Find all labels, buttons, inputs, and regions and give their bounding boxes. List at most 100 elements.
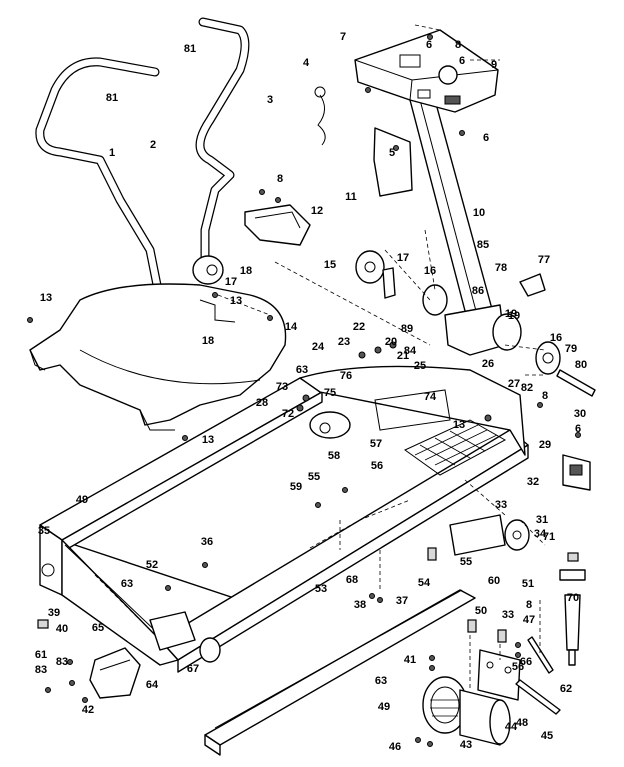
front-roller-part-58 <box>309 411 351 439</box>
callout-49: 49 <box>76 494 88 506</box>
callout-32: 32 <box>527 476 539 488</box>
callout-62: 62 <box>560 683 572 695</box>
callout-6: 6 <box>483 132 489 144</box>
motor-bracket-part-44 <box>477 649 521 701</box>
callout-60: 60 <box>488 575 500 587</box>
callout-18: 18 <box>202 335 214 347</box>
callout-29: 29 <box>539 439 551 451</box>
callout-8: 8 <box>526 599 532 611</box>
callout-75: 75 <box>324 387 336 399</box>
callout-13: 13 <box>230 295 242 307</box>
handrail-right-part-2 <box>192 17 250 285</box>
callout-50: 50 <box>475 605 487 617</box>
callout-30: 30 <box>574 408 586 420</box>
callout-85: 85 <box>477 239 489 251</box>
callout-63: 63 <box>375 675 387 687</box>
callout-86: 86 <box>472 285 484 297</box>
callout-24: 24 <box>312 341 325 353</box>
pulley-part-16-right <box>535 341 561 375</box>
callout-23: 23 <box>338 336 350 348</box>
callout-49: 49 <box>378 701 390 713</box>
rail-part-49-lower <box>204 589 476 756</box>
callout-57: 57 <box>370 438 382 450</box>
callout-6: 6 <box>459 55 465 67</box>
callout-39: 39 <box>48 607 60 619</box>
callout-84: 84 <box>404 345 417 357</box>
callout-40: 40 <box>56 623 68 635</box>
disc-part-19-upper <box>422 284 448 316</box>
callout-68: 68 <box>346 574 358 586</box>
callout-61: 61 <box>35 649 47 661</box>
callout-41: 41 <box>404 654 416 666</box>
callout-15: 15 <box>324 259 336 271</box>
pulley-part-15 <box>355 250 385 284</box>
upright-part-10 <box>409 99 506 356</box>
callout-6: 6 <box>426 39 432 51</box>
callout-31: 31 <box>536 514 548 526</box>
callout-25: 25 <box>414 360 426 372</box>
callout-3: 3 <box>267 94 273 106</box>
callout-17: 17 <box>397 252 409 264</box>
motor-cover-part-29 <box>562 454 591 491</box>
treadmill-frame-deck <box>39 365 529 673</box>
callout-56: 56 <box>371 460 383 472</box>
wheel-part-35 <box>504 519 530 551</box>
console-part-7 <box>354 29 499 113</box>
callout-59: 59 <box>290 481 302 493</box>
callout-44: 44 <box>505 721 518 733</box>
bracket-part-52 <box>449 514 506 556</box>
callout-71: 71 <box>543 531 555 543</box>
callout-10: 10 <box>473 207 485 219</box>
callout-5: 5 <box>389 147 395 159</box>
callout-79: 79 <box>565 343 577 355</box>
vent-grid <box>404 419 507 476</box>
bracket-part-12 <box>244 204 311 246</box>
callout-21: 21 <box>397 350 409 362</box>
key-cord-part-4 <box>314 86 326 146</box>
callout-4: 4 <box>303 57 310 69</box>
callout-2: 2 <box>150 139 156 151</box>
callout-22: 22 <box>353 321 365 333</box>
callout-66: 66 <box>520 656 532 668</box>
callout-55: 55 <box>460 556 472 568</box>
callout-7: 7 <box>340 31 346 43</box>
callout-20: 20 <box>385 336 397 348</box>
callout-89: 89 <box>401 323 413 335</box>
cylinder-part-40 <box>559 569 586 666</box>
callout-55: 55 <box>308 471 320 483</box>
callout-72: 72 <box>282 408 294 420</box>
callout-45: 45 <box>541 730 553 742</box>
callout-73: 73 <box>276 381 288 393</box>
callout-77: 77 <box>538 254 550 266</box>
callout-83: 83 <box>35 664 47 676</box>
callout-6: 6 <box>575 423 581 435</box>
callout-19: 19 <box>505 308 517 320</box>
callout-47: 47 <box>523 614 535 626</box>
callout-33: 33 <box>502 609 514 621</box>
callout-43: 43 <box>460 739 472 751</box>
callout-56: 56 <box>512 661 524 673</box>
callout-64: 64 <box>146 679 159 691</box>
callout-16: 16 <box>424 265 436 277</box>
callout-9: 9 <box>491 59 497 71</box>
console-shield-part-5 <box>373 127 413 197</box>
callout-13: 13 <box>202 434 214 446</box>
callout-34: 34 <box>534 528 547 540</box>
callout-76: 76 <box>340 370 352 382</box>
callout-13: 13 <box>40 292 52 304</box>
assembly-guide-lines <box>94 24 546 690</box>
callout-14: 14 <box>285 321 298 333</box>
callout-74: 74 <box>424 391 437 403</box>
axle-part-80 <box>556 369 596 397</box>
callout-63: 63 <box>296 364 308 376</box>
motor-cover-part-62 <box>89 647 141 699</box>
fasteners <box>27 34 581 747</box>
callout-35: 35 <box>38 525 50 537</box>
callout-17: 17 <box>225 276 237 288</box>
callout-82: 82 <box>521 382 533 394</box>
callout-48: 48 <box>516 717 528 729</box>
callout-70: 70 <box>567 592 579 604</box>
callout-42: 42 <box>82 704 94 716</box>
callout-11: 11 <box>345 191 357 203</box>
